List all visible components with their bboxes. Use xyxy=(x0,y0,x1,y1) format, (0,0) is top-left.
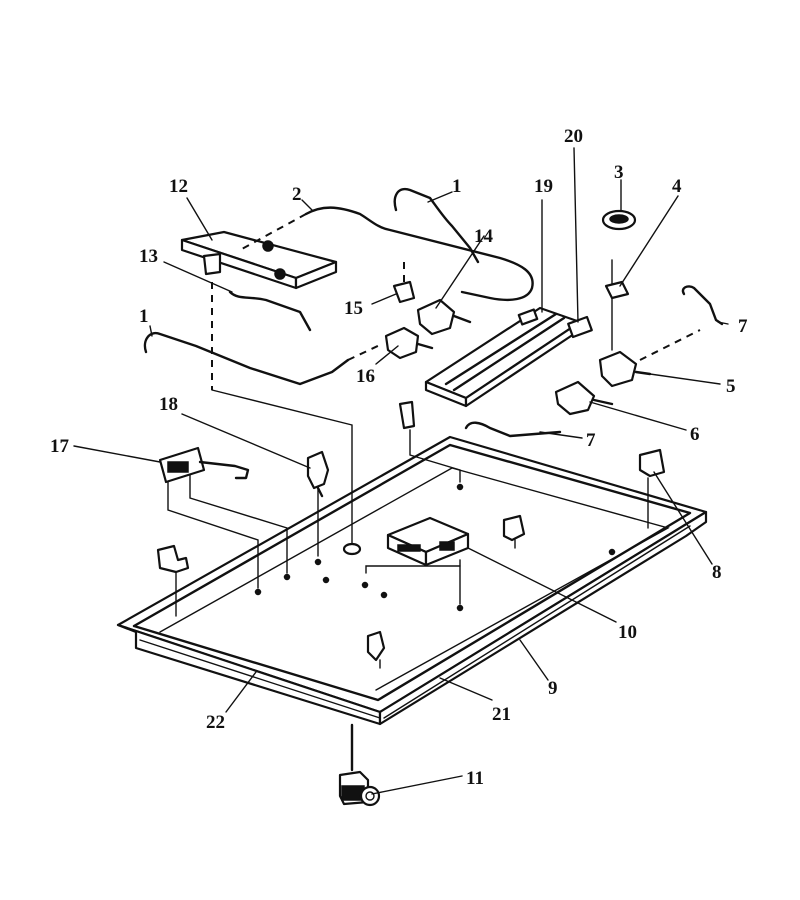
part-1-lower-dashed xyxy=(347,343,383,361)
callout-17: 17 xyxy=(50,436,70,457)
callout-21: 21 xyxy=(492,704,511,725)
pan-clips xyxy=(156,400,666,662)
part-11-leveling-foot xyxy=(338,770,381,807)
part-10-control-box xyxy=(386,516,470,567)
assembly-guide-lines xyxy=(167,259,649,772)
part-7-lower-wire xyxy=(464,421,562,438)
callout-22: 22 xyxy=(206,712,225,733)
callout-12: 12 xyxy=(169,176,188,197)
part-7-upper-wire xyxy=(681,285,724,326)
part-18-valve xyxy=(306,450,330,498)
callout-19: 19 xyxy=(534,176,553,197)
callout-8: 8 xyxy=(712,562,722,583)
callout-labels: 1 1 2 3 4 5 6 7 7 8 9 10 11 12 13 14 15 … xyxy=(50,126,748,789)
callout-11: 11 xyxy=(466,768,484,789)
part-1-lower-wire xyxy=(143,331,350,386)
part-17-bracket xyxy=(158,446,250,484)
callout-14: 14 xyxy=(474,226,494,247)
part-3-washer xyxy=(601,209,637,231)
callout-10: 10 xyxy=(618,622,637,643)
callout-7-upper: 7 xyxy=(738,316,748,337)
part-1-upper-wire xyxy=(393,187,480,264)
pan-holes xyxy=(254,483,616,612)
part-12-burner-bar xyxy=(180,230,338,290)
part-19-20-burner-rail xyxy=(424,306,593,408)
part-13-tube xyxy=(228,290,312,332)
part-5-valve xyxy=(598,329,701,388)
part-14-valve xyxy=(416,298,472,336)
callout-17-dup-check: 18 xyxy=(159,394,178,415)
part-6-valve xyxy=(554,380,614,416)
callout-6: 6 xyxy=(690,424,700,445)
callout-2: 2 xyxy=(292,184,302,205)
base-pan xyxy=(116,435,708,726)
callout-15: 15 xyxy=(344,298,363,319)
callout-9: 9 xyxy=(548,678,558,699)
callout-20: 20 xyxy=(564,126,583,147)
callout-7-lower: 7 xyxy=(586,430,596,451)
part-16-valve xyxy=(384,326,434,360)
part-2-long-tube xyxy=(304,206,534,302)
callout-1-upper: 1 xyxy=(452,176,462,197)
part-4-bracket xyxy=(604,280,630,300)
callout-3: 3 xyxy=(614,162,624,183)
callout-4: 4 xyxy=(672,176,682,197)
callout-13: 13 xyxy=(139,246,158,267)
callout-1-lower: 1 xyxy=(139,306,149,327)
callout-5: 5 xyxy=(726,376,736,397)
part-15-clip xyxy=(392,262,416,304)
callout-16: 16 xyxy=(356,366,375,387)
leader-lines xyxy=(73,147,729,795)
